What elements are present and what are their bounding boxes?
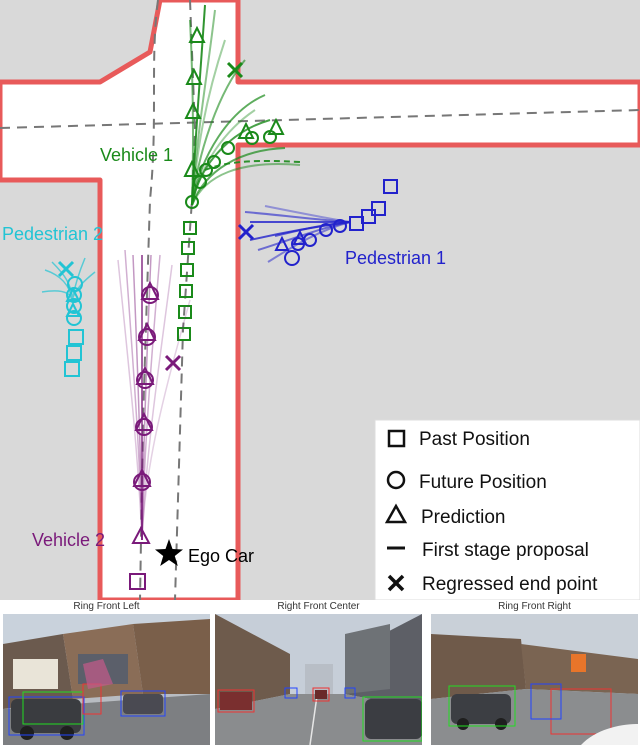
vehicle1-end-point <box>226 61 244 79</box>
pedestrian1-label: Pedestrian 1 <box>345 248 446 268</box>
vehicle2-end-point <box>164 354 182 372</box>
pedestrian1-predictions <box>274 229 308 251</box>
vehicle1-predictions <box>183 25 285 177</box>
legend-endpoint: Regressed end point <box>422 574 598 595</box>
ego-car-label: Ego Car <box>188 546 254 566</box>
pedestrian2-label: Pedestrian 2 <box>2 224 103 244</box>
vehicle2-past-positions <box>129 573 146 590</box>
pedestrian1-trajectories <box>244 205 351 263</box>
legend-prediction: Prediction <box>421 507 506 528</box>
vehicle2-future-positions <box>133 286 159 491</box>
camera-front-left-image <box>3 614 210 745</box>
legend-future: Future Position <box>419 472 547 493</box>
future-position-icon <box>386 470 406 490</box>
camera-front-center: Right Front Center <box>215 600 422 745</box>
camera-front-right-title: Ring Front Right <box>498 601 571 612</box>
legend: Past Position Future Position Prediction… <box>374 419 640 600</box>
vehicle2-predictions <box>131 280 160 544</box>
end-point-x-icon <box>387 574 405 592</box>
pedestrian2-predictions <box>65 286 81 317</box>
road-area <box>0 0 640 600</box>
pedestrian2-past-positions <box>64 329 84 377</box>
camera-front-right: Ring Front Right <box>431 600 638 745</box>
vehicle1-past-positions <box>177 221 197 341</box>
ego-car-star-icon <box>155 539 183 566</box>
vehicle1-label: Vehicle 1 <box>100 145 173 165</box>
camera-front-left-title: Ring Front Left <box>73 601 140 612</box>
camera-front-left: Ring Front Left <box>3 600 210 745</box>
camera-front-center-image <box>215 614 422 745</box>
past-position-icon <box>387 429 406 448</box>
legend-proposal: First stage proposal <box>422 540 589 561</box>
vehicle2-label: Vehicle 2 <box>32 530 105 550</box>
prediction-icon <box>384 503 408 524</box>
pedestrian1-end-point <box>237 223 255 241</box>
pedestrian1-past-positions <box>349 179 398 231</box>
legend-past: Past Position <box>419 429 530 450</box>
pedestrian2-end-point <box>57 260 75 278</box>
camera-front-center-title: Right Front Center <box>277 601 360 612</box>
camera-front-right-image <box>431 614 638 745</box>
legend-box <box>374 419 640 600</box>
map-scene: Vehicle 1 Pedestrian 2 Pedestrian 1 Vehi… <box>0 0 640 600</box>
pedestrian1-future-positions <box>284 219 347 266</box>
